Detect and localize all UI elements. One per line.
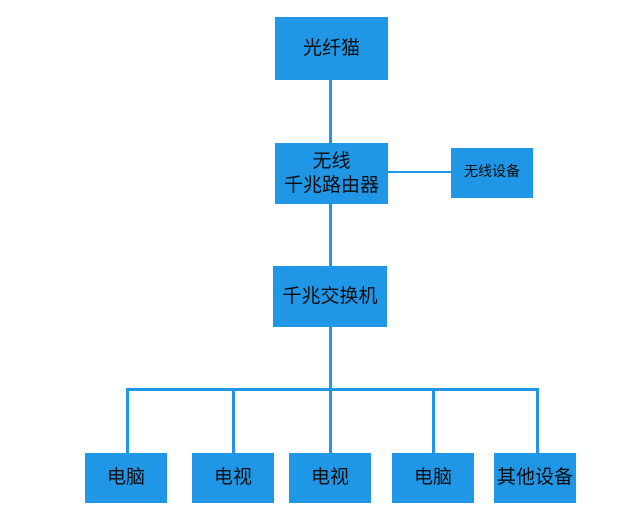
node-pc-2-label: 电脑 xyxy=(413,466,452,489)
node-pc-1-label: 电脑 xyxy=(106,466,145,489)
node-pc-1: 电脑 xyxy=(85,453,167,503)
node-pc-2: 电脑 xyxy=(392,453,474,503)
connector-drop-pc-2 xyxy=(432,388,435,453)
connector-router-wireless xyxy=(387,171,451,173)
node-other-devices: 其他设备 xyxy=(494,453,576,503)
node-router-label: 无线 千兆路由器 xyxy=(283,149,379,196)
node-tv-1-label: 电视 xyxy=(213,466,252,489)
node-wireless-devices-label: 无线设备 xyxy=(464,164,520,181)
connector-modem-router xyxy=(329,80,332,143)
node-wireless-devices: 无线设备 xyxy=(451,148,533,198)
node-switch: 千兆交换机 xyxy=(273,266,387,327)
node-modem: 光纤猫 xyxy=(275,17,388,80)
connector-drop-tv-2 xyxy=(329,388,332,453)
node-tv-1: 电视 xyxy=(192,453,274,503)
connector-router-switch xyxy=(329,204,332,266)
connector-drop-other xyxy=(536,388,539,453)
node-other-devices-label: 其他设备 xyxy=(496,466,573,489)
node-tv-2: 电视 xyxy=(289,453,371,503)
node-tv-2-label: 电视 xyxy=(310,466,349,489)
node-router: 无线 千兆路由器 xyxy=(275,143,388,204)
connector-drop-tv-1 xyxy=(232,388,235,453)
connector-bus xyxy=(126,388,539,391)
connector-drop-pc-1 xyxy=(126,388,129,453)
node-switch-label: 千兆交换机 xyxy=(282,284,378,307)
node-modem-label: 光纤猫 xyxy=(302,36,360,59)
connector-switch-bus xyxy=(329,327,332,389)
